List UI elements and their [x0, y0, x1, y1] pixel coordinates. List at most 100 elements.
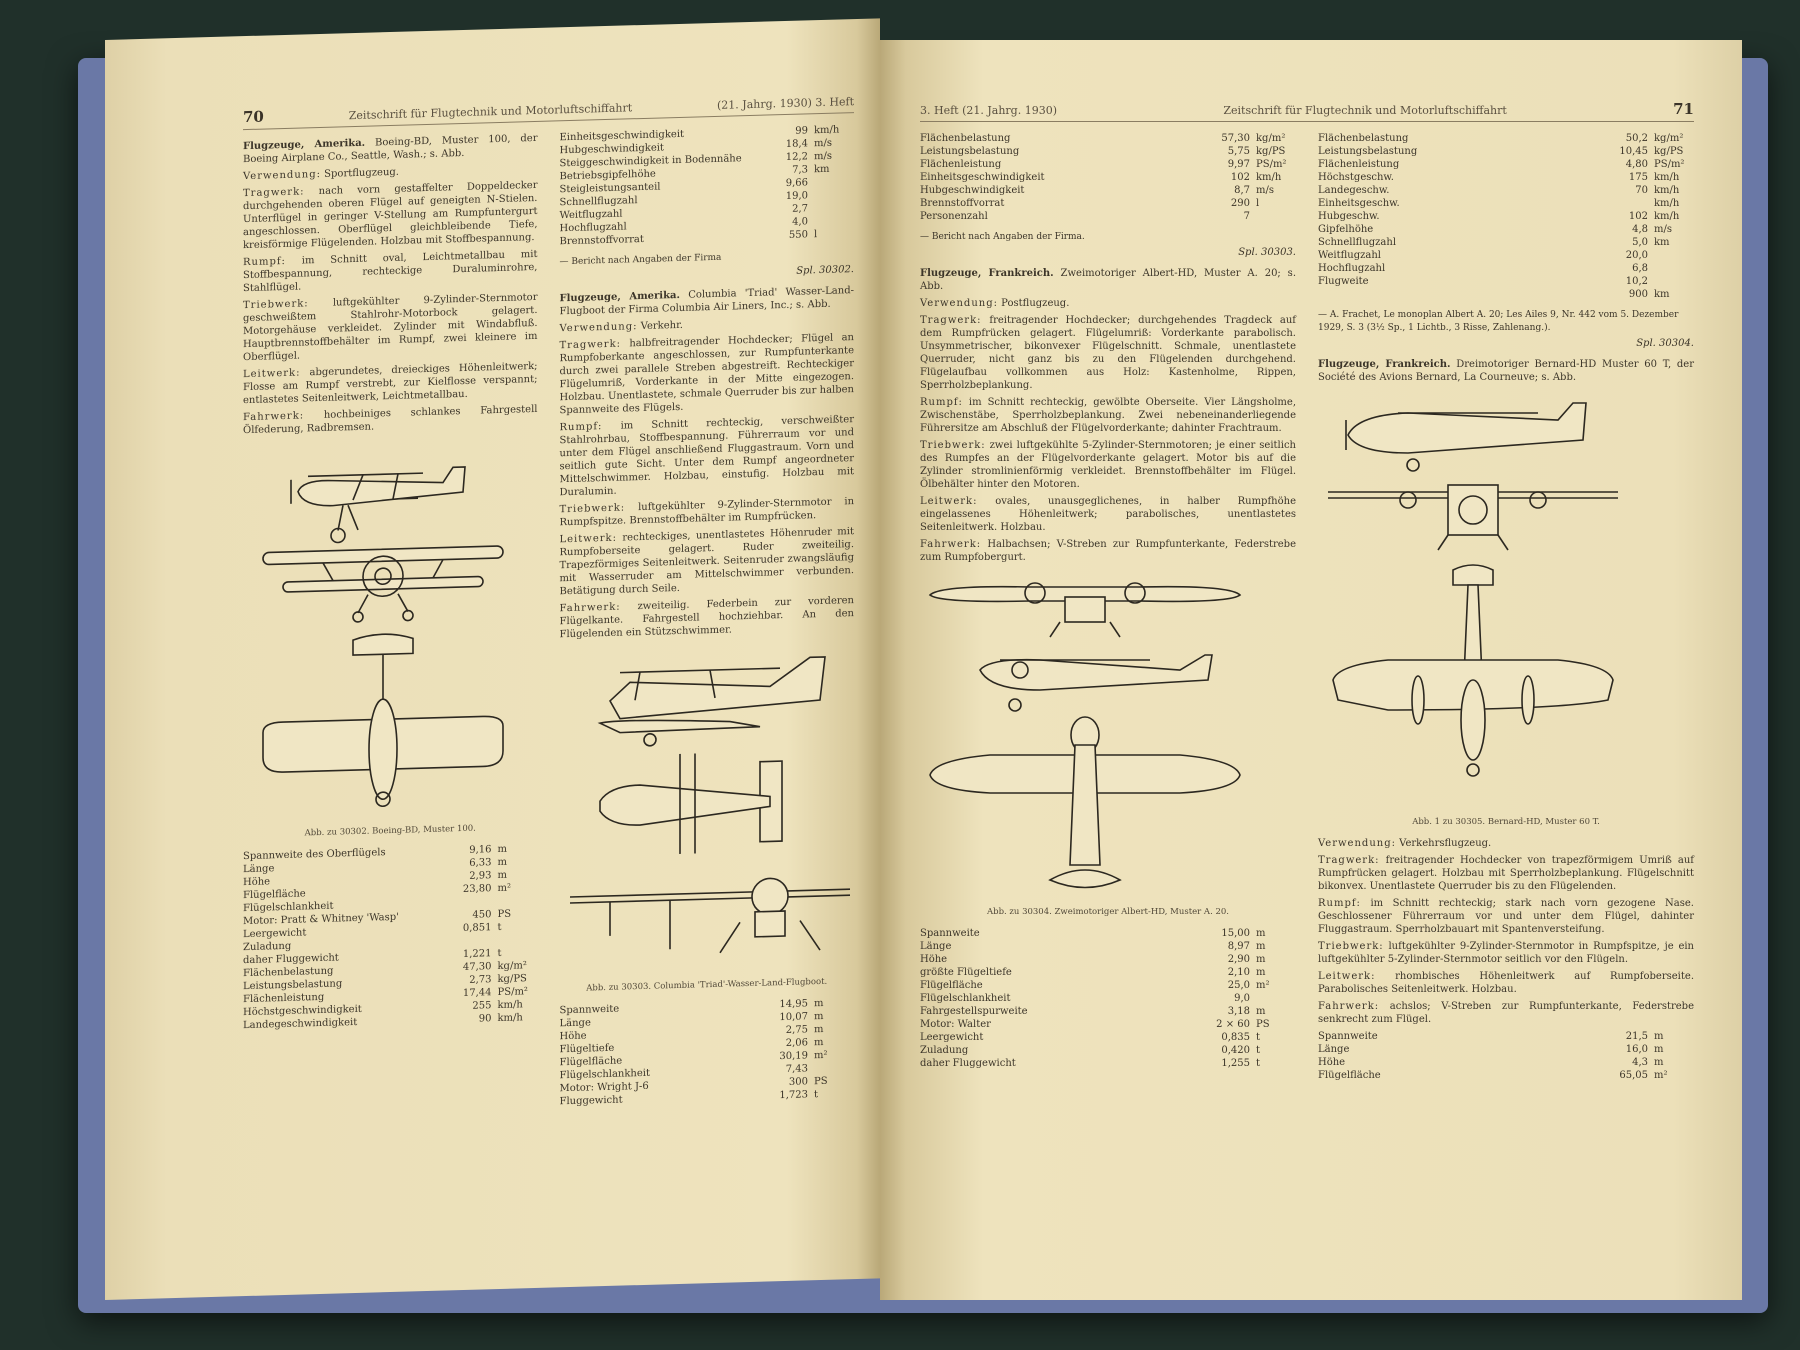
spec-value: 15,00 [1221, 928, 1250, 939]
spec-value: 10,45 [1619, 146, 1648, 157]
entry-heading: Flugzeuge, Frankreich. [1318, 359, 1451, 370]
paragraph-label: Triebwerk: [920, 440, 986, 451]
spec-row: Leistungsbelastung 5,75 kg/PS [920, 145, 1296, 158]
spec-unit: m/s [1256, 185, 1274, 196]
spec-value: 2,10 [1227, 967, 1250, 978]
spec-unit [808, 201, 854, 215]
paragraph-text: Postflugzeug. [1001, 298, 1070, 309]
spec-value: 8,7 [1234, 185, 1250, 196]
spec-unit: l [1256, 198, 1260, 209]
spec-unit: t [1256, 1058, 1261, 1069]
paragraph-label: Leitwerk: [1318, 971, 1376, 982]
spec-unit: m² [1654, 1070, 1668, 1081]
paragraph-label: Tragwerk: [243, 186, 305, 200]
paragraph: Verwendung: Postflugzeug. [920, 297, 1296, 310]
spec-key: Motor: Walter [920, 1019, 991, 1030]
spec-unit: m [814, 1036, 824, 1049]
paragraph-text: Verkehrsflugzeug. [1399, 838, 1492, 849]
spec-value: 57,30 [1221, 133, 1250, 144]
fig-caption: Abb. zu 30302. Boeing-BD, Muster 100. [304, 823, 476, 839]
spec-value: 21,5 [1625, 1031, 1648, 1042]
spec-value: 4,8 [1632, 224, 1648, 235]
spec-unit: m [1256, 954, 1266, 965]
paragraph-text: achslos; V-Streben zur Rumpfunterkante, … [1318, 1001, 1694, 1025]
reference-number: Spl. 30304. [1636, 338, 1694, 349]
paragraph: Tragwerk: freitragender Hochdecker von t… [1318, 854, 1694, 893]
paragraph-text: rhombisches Höhenleitwerk auf Rumpfobers… [1318, 971, 1694, 995]
paragraph-label: Leitwerk: [559, 532, 617, 546]
spec-value: 0,835 [1221, 1032, 1250, 1043]
spec-key: daher Fluggewicht [920, 1058, 1016, 1069]
spec-key: Spannweite [1318, 1031, 1378, 1042]
figure-albert [920, 570, 1296, 900]
spec-key: Flügelschlankheit [920, 993, 1011, 1004]
spec-unit: km/h [497, 1012, 523, 1025]
spec-value: 9,97 [1227, 159, 1250, 170]
spec-unit [808, 1061, 854, 1075]
paragraph-label: Leitwerk: [920, 496, 978, 507]
spec-value: 2,90 [1227, 954, 1250, 965]
paragraph-label: Verwendung: [920, 298, 998, 309]
paragraph: Leitwerk: rhombisches Höhenleitwerk auf … [1318, 970, 1694, 996]
spec-unit: m [1654, 1044, 1664, 1055]
paragraph-text: im Schnitt rechteckig, verschweißter Sta… [559, 414, 855, 499]
spec-unit: m [814, 997, 824, 1010]
spec-value: 65,05 [1619, 1070, 1648, 1081]
spec-unit: m/s [1654, 224, 1672, 235]
spec-key: Flügelfläche [1318, 1070, 1381, 1081]
paragraph-text: im Schnitt oval, Leichtmetallbau mit Sto… [243, 248, 538, 295]
spec-key: Gipfelhöhe [1318, 224, 1374, 235]
left-issue: (21. Jahrg. 1930) 3. Heft [717, 95, 854, 112]
paragraph-text: freitragender Hochdecker; durchgehendes … [920, 315, 1297, 391]
paragraph-text: luftgekühlter 9-Zylinder-Sternmotor in R… [1318, 941, 1694, 965]
spec-key: Einheitsgeschwindigkeit [920, 172, 1045, 183]
spec-unit: PS [814, 1075, 828, 1088]
spec-value: 90 [478, 1013, 492, 1025]
spec-value: 70 [1635, 185, 1648, 196]
spec-key: Brennstoffvorrat [920, 198, 1005, 209]
paragraph: Fahrwerk: zweiteilig. Federbein zur vord… [560, 594, 855, 641]
spec-unit [492, 933, 538, 947]
spec-value: 5,0 [1632, 237, 1648, 248]
spec-key: Landegeschw. [1318, 185, 1390, 196]
spec-value: 5,75 [1227, 146, 1250, 157]
spec-unit [1648, 249, 1694, 262]
spec-unit [808, 175, 854, 189]
right-page: 3. Heft (21. Jahrg. 1930) Zeitschrift fü… [880, 40, 1742, 1300]
spec-value: 20,0 [1625, 250, 1648, 261]
spec-key: Hubgeschw. [1318, 211, 1380, 222]
spec-key: Fahrgestellspurweite [920, 1006, 1028, 1017]
right-page-number: 71 [1673, 100, 1694, 118]
spec-key: Flächenbelastung [1318, 133, 1409, 144]
paragraph: Leitwerk: abgerundetes, dreieckiges Höhe… [243, 360, 538, 407]
paragraph-label: Tragwerk: [559, 338, 622, 352]
paragraph-label: Fahrwerk: [243, 410, 305, 424]
spec-unit: kg/PS [1256, 146, 1286, 157]
paragraph-label: Fahrwerk: [920, 539, 982, 550]
paragraph-text: zwei luftgekühlte 5-Zylinder-Sternmotore… [920, 440, 1296, 490]
spec-value: 7 [1243, 211, 1250, 222]
fig-caption: Abb. zu 30303. Columbia 'Triad'-Wasser-L… [586, 976, 828, 994]
spec-unit: m² [497, 882, 512, 895]
spec-key: Leistungsbelastung [920, 146, 1020, 157]
paragraph-list: Verwendung: Verkehr.Tragwerk: halbfreitr… [560, 314, 855, 641]
paragraph-label: Rumpf: [920, 397, 963, 408]
left-page-number: 70 [243, 107, 264, 127]
spec-key: Leistungsbelastung [1318, 146, 1418, 157]
spec-unit: t [1256, 1032, 1261, 1043]
spec-unit: m [1256, 1006, 1266, 1017]
spec-value: 290 [1230, 198, 1250, 209]
